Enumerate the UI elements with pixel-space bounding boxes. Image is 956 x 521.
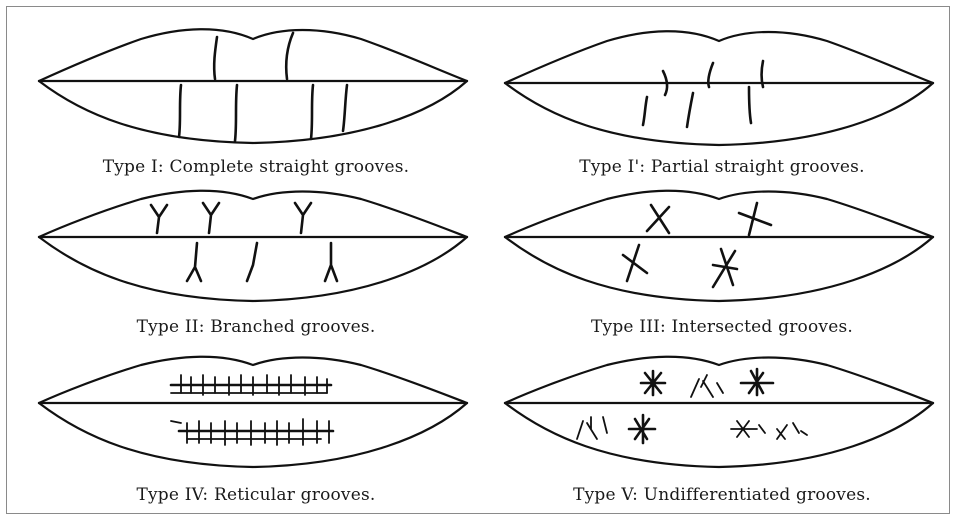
caption-type-1-prime: Type I': Partial straight grooves. (487, 157, 956, 177)
lip-outline-type-1-prime (487, 21, 956, 161)
lip-diagram-type-3: Type III: Intersected grooves. (487, 189, 956, 357)
figure-frame: Type I: Complete straight grooves. Type … (6, 6, 950, 514)
lip-diagram-type-5: Type V: Undifferentiated grooves. (487, 353, 956, 521)
lip-outline-type-5 (487, 353, 956, 493)
caption-type-4: Type IV: Reticular grooves. (21, 485, 491, 505)
lip-diagram-type-4: Type IV: Reticular grooves. (21, 353, 491, 521)
lip-diagram-type-1-prime: Type I': Partial straight grooves. (487, 21, 956, 189)
lip-outline-type-2 (21, 189, 491, 329)
caption-type-3: Type III: Intersected grooves. (487, 317, 956, 337)
lip-outline-type-4 (21, 353, 491, 493)
caption-type-1: Type I: Complete straight grooves. (21, 157, 491, 177)
caption-type-5: Type V: Undifferentiated grooves. (487, 485, 956, 505)
caption-type-2: Type II: Branched grooves. (21, 317, 491, 337)
lip-outline-type-3 (487, 189, 956, 329)
lip-outline-type-1 (21, 21, 491, 161)
lip-diagram-type-1: Type I: Complete straight grooves. (21, 21, 491, 189)
lip-diagram-type-2: Type II: Branched grooves. (21, 189, 491, 357)
